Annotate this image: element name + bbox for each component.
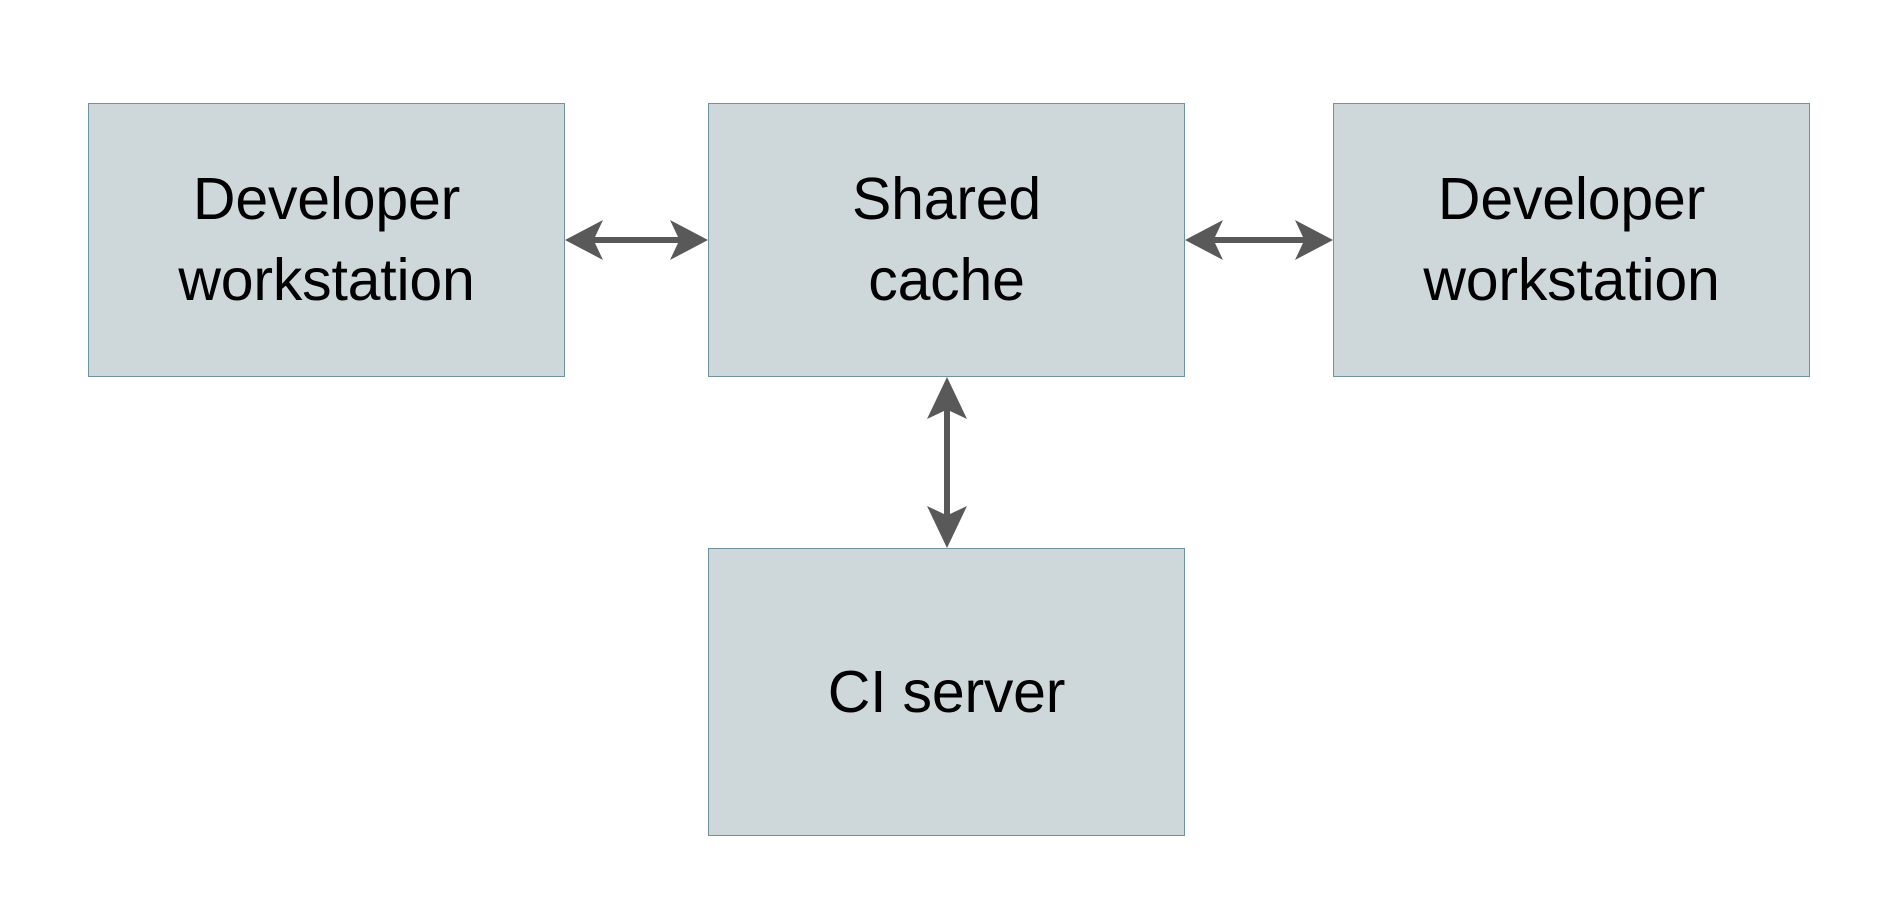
node-label-developer-workstation-right: Developer workstation — [1423, 166, 1720, 313]
node-label-ci-server: CI server — [827, 658, 1066, 725]
node-shared-cache[interactable]: Shared cache — [708, 103, 1185, 377]
edge-cache-to-right-workstation — [1185, 206, 1333, 274]
node-developer-workstation-right[interactable]: Developer workstation — [1333, 103, 1810, 377]
node-ci-server[interactable]: CI server — [708, 548, 1185, 836]
node-developer-workstation-left[interactable]: Developer workstation — [88, 103, 565, 377]
edge-ci-server-to-cache — [913, 377, 981, 548]
node-label-shared-cache: Shared cache — [851, 166, 1042, 313]
edge-left-workstation-to-cache — [565, 206, 708, 274]
node-label-developer-workstation-left: Developer workstation — [178, 166, 475, 313]
